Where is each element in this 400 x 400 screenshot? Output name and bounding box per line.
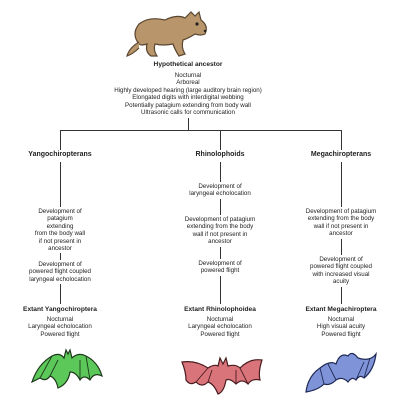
ancestor-traits: Nocturnal Arboreal Highly developed hear…	[114, 72, 262, 116]
rhino-branch-label: Rhinolophoids	[195, 151, 245, 158]
extant-trait: Powered flight	[200, 330, 240, 338]
step-line: extending from the body	[307, 215, 375, 223]
step-line: powered flight	[200, 267, 240, 275]
step-line: Development of	[198, 183, 242, 190]
extant-trait: Nocturnal	[327, 316, 355, 323]
step-line: Development of	[38, 261, 82, 268]
mega-step-1: Development of patagium extending from t…	[306, 208, 377, 238]
mega-drop-line	[341, 130, 342, 150]
ancestor-animal-icon	[126, 10, 207, 57]
mega-step-2: Development of powered flight coupled wi…	[310, 256, 372, 286]
ancestor-trait: Arboreal	[176, 79, 200, 87]
extant-trait: Laryngeal echolocation	[28, 323, 92, 331]
step-line: extending	[46, 222, 74, 230]
mega-branch-label: Megachiropterans	[310, 151, 372, 158]
step-line: acuity	[332, 278, 350, 286]
rhino-line-2	[220, 199, 221, 215]
rhino-extant-traits: Nocturnal Laryngeal echolocation Powered…	[188, 316, 252, 338]
step-line: ancestor	[208, 238, 232, 246]
green-bat-icon	[30, 348, 103, 389]
step-line: extending from the body	[186, 223, 254, 231]
mega-extant-traits: Nocturnal High visual acuity Powered fli…	[317, 316, 365, 338]
extant-trait: Nocturnal	[46, 316, 74, 323]
mega-line-3	[341, 287, 342, 304]
extant-trait: Laryngeal echolocation	[188, 323, 252, 331]
crossbar-line	[60, 130, 342, 131]
step-line: Development of	[319, 256, 363, 263]
ancestor-trait: Highly developed hearing (large auditory…	[114, 86, 262, 94]
yango-step-1: Development of patagium extending from t…	[35, 208, 85, 252]
step-line: wall if not present in	[192, 230, 248, 238]
rhino-line	[220, 162, 221, 182]
step-line: ancestor	[329, 230, 353, 238]
yango-extant-traits: Nocturnal Laryngeal echolocation Powered…	[28, 316, 92, 338]
step-line: from the body wall	[34, 230, 86, 238]
step-line: powered flight coupled	[29, 268, 91, 276]
extant-trait: High visual acuity	[316, 323, 366, 331]
yango-line	[60, 162, 61, 207]
extant-trait: Powered flight	[321, 330, 361, 338]
rhino-extant-title: Extant Rhinolophoidea	[184, 306, 256, 313]
trunk-line	[188, 118, 189, 130]
rhino-drop-line	[220, 130, 221, 150]
extant-trait: Nocturnal	[206, 316, 234, 323]
yango-step-2: Development of powered flight coupled la…	[29, 261, 91, 283]
step-line: ancestor	[48, 245, 72, 253]
step-line: powered flight coupled	[310, 263, 372, 271]
rhino-step-2: Development of patagium extending from t…	[185, 216, 256, 246]
step-line: if not present in	[38, 237, 82, 245]
step-line: Development of patagium	[305, 208, 377, 215]
yango-extant-title: Extant Yangochiroptera	[23, 306, 97, 313]
red-bat-icon	[181, 356, 263, 395]
step-line: patagium	[47, 215, 73, 223]
rhino-step-3: Development of powered flight	[198, 260, 241, 275]
yango-line-3	[60, 284, 61, 304]
mega-line	[341, 162, 342, 207]
step-line: wall if not present in	[313, 222, 369, 230]
step-line: with increased visual	[312, 270, 370, 278]
ancestor-trait: Elongated digits with interdigital webbi…	[132, 94, 244, 102]
mega-extant-title: Extant Megachiroptera	[305, 306, 377, 313]
step-line: laryngeal echolocation	[29, 275, 91, 283]
step-line: Development of	[198, 260, 242, 267]
rhino-line-4	[220, 276, 221, 304]
mega-line-2	[341, 239, 342, 255]
ancestor-trait: Nocturnal	[174, 72, 202, 79]
ancestor-trait: Ultrasonic calls for communication	[141, 109, 235, 117]
yango-drop-line	[60, 130, 61, 150]
yango-branch-label: Yangochiropterans	[28, 151, 92, 158]
step-line: Development of	[38, 208, 82, 215]
ancestor-title: Hypothetical ancestor	[153, 61, 223, 68]
extant-trait: Powered flight	[40, 330, 80, 338]
yango-line-2	[60, 253, 61, 260]
ancestor-trait: Potentially patagium extending from body…	[125, 101, 251, 109]
rhino-step-1: Development of laryngeal echolocation	[189, 183, 251, 198]
rhino-line-3	[220, 247, 221, 259]
step-line: Development of patagium	[184, 216, 256, 223]
blue-bat-icon	[305, 351, 377, 393]
step-line: laryngeal echolocation	[189, 190, 251, 198]
